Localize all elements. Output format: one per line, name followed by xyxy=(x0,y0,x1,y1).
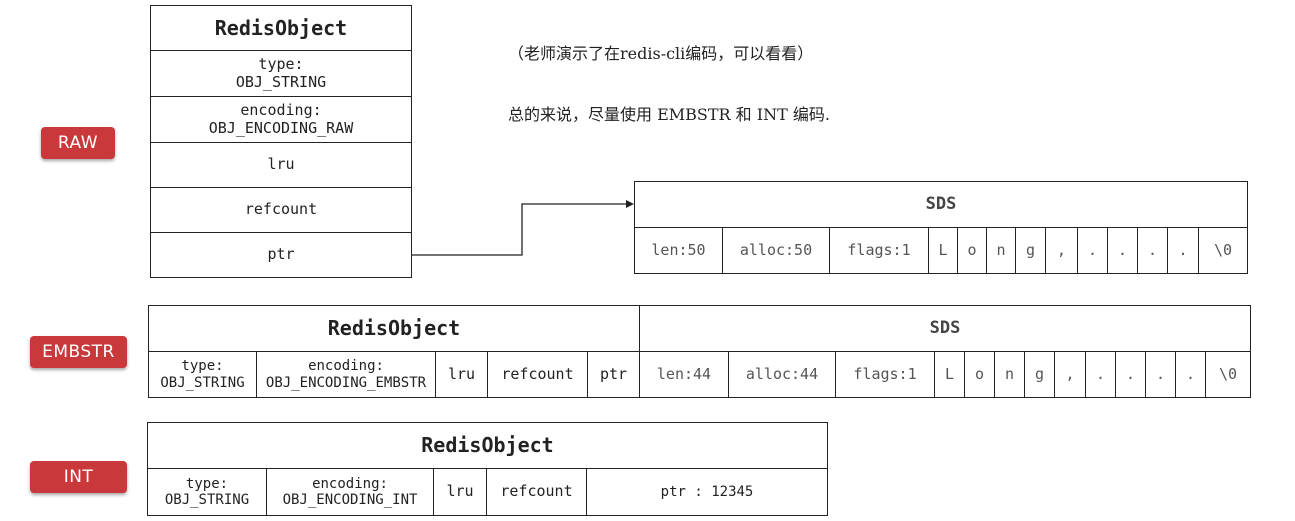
embstr-ptr-cell: ptr xyxy=(587,351,640,398)
raw-sds-terminator: \0 xyxy=(1198,227,1248,274)
raw-type-value: OBJ_STRING xyxy=(235,72,327,91)
raw-type-label: type: xyxy=(258,55,304,74)
badge-embstr: EMBSTR xyxy=(30,336,127,368)
embstr-encoding-label: encoding: xyxy=(308,358,384,375)
raw-sds-char: g xyxy=(1015,227,1046,274)
raw-lru-cell: lru xyxy=(150,142,412,188)
raw-sds-char: . xyxy=(1137,227,1168,274)
raw-sds-alloc: alloc:50 xyxy=(722,227,830,274)
raw-type-cell: type: OBJ_STRING xyxy=(150,50,412,97)
embstr-type-cell: type: OBJ_STRING xyxy=(148,351,257,398)
embstr-sds-char: . xyxy=(1145,351,1176,398)
raw-sds-char: . xyxy=(1077,227,1108,274)
int-type-cell: type: OBJ_STRING xyxy=(147,468,267,516)
int-ptr-cell: ptr : 12345 xyxy=(586,468,828,516)
embstr-sds-char: . xyxy=(1115,351,1146,398)
int-encoding-cell: encoding: OBJ_ENCODING_INT xyxy=(266,468,434,516)
raw-encoding-label: encoding: xyxy=(240,101,322,120)
raw-refcount-cell: refcount xyxy=(150,187,412,233)
raw-ptr-cell: ptr xyxy=(150,232,412,278)
embstr-block: RedisObject SDS type: OBJ_STRING encodin… xyxy=(148,305,1251,398)
note-line-1: （老师演示了在redis-cli编码，可以看看） xyxy=(508,44,814,63)
embstr-sds-char: o xyxy=(964,351,995,398)
int-lru-cell: lru xyxy=(433,468,487,516)
int-block: RedisObject type: OBJ_STRING encoding: O… xyxy=(147,422,828,516)
raw-sds-title: SDS xyxy=(634,181,1248,228)
int-type-value: OBJ_STRING xyxy=(164,492,250,508)
embstr-sds-char: . xyxy=(1175,351,1206,398)
raw-encoding-cell: encoding: OBJ_ENCODING_RAW xyxy=(150,96,412,143)
badge-raw: RAW xyxy=(41,127,115,159)
embstr-sds-char: n xyxy=(994,351,1025,398)
embstr-type-value: OBJ_STRING xyxy=(160,374,245,391)
raw-sds: SDS len:50 alloc:50 flags:1 L o n g , . … xyxy=(634,181,1248,274)
embstr-encoding-value: OBJ_ENCODING_EMBSTR xyxy=(265,374,427,391)
embstr-sds-alloc: alloc:44 xyxy=(728,351,836,398)
embstr-refcount-cell: refcount xyxy=(487,351,588,398)
embstr-sds-char: . xyxy=(1085,351,1116,398)
embstr-type-label: type: xyxy=(181,358,224,375)
embstr-sds-len: len:44 xyxy=(639,351,729,398)
raw-sds-char: L xyxy=(928,227,958,274)
embstr-object-title: RedisObject xyxy=(148,305,640,352)
embstr-sds-flags: flags:1 xyxy=(835,351,935,398)
raw-sds-flags: flags:1 xyxy=(829,227,929,274)
raw-redis-object: RedisObject type: OBJ_STRING encoding: O… xyxy=(150,5,412,278)
raw-sds-char: o xyxy=(957,227,987,274)
embstr-sds-char: g xyxy=(1024,351,1055,398)
note-line-2: 总的来说，尽量使用 EMBSTR 和 INT 编码. xyxy=(508,105,830,124)
int-encoding-label: encoding: xyxy=(312,475,388,492)
int-refcount-cell: refcount xyxy=(486,468,587,516)
int-type-label: type: xyxy=(185,475,229,492)
raw-sds-char: . xyxy=(1107,227,1138,274)
embstr-sds-char: , xyxy=(1054,351,1086,398)
int-object-title: RedisObject xyxy=(147,422,828,469)
embstr-sds-title: SDS xyxy=(639,305,1251,352)
embstr-sds-char: L xyxy=(934,351,965,398)
raw-sds-len: len:50 xyxy=(634,227,723,274)
badge-int: INT xyxy=(30,461,127,493)
int-encoding-value: OBJ_ENCODING_INT xyxy=(282,492,418,508)
raw-sds-char: . xyxy=(1167,227,1199,274)
raw-sds-char: n xyxy=(986,227,1016,274)
raw-encoding-value: OBJ_ENCODING_RAW xyxy=(208,118,354,137)
embstr-sds-terminator: \0 xyxy=(1205,351,1251,398)
raw-object-title: RedisObject xyxy=(150,5,412,51)
embstr-encoding-cell: encoding: OBJ_ENCODING_EMBSTR xyxy=(256,351,436,398)
embstr-lru-cell: lru xyxy=(435,351,488,398)
raw-sds-char: , xyxy=(1045,227,1078,274)
